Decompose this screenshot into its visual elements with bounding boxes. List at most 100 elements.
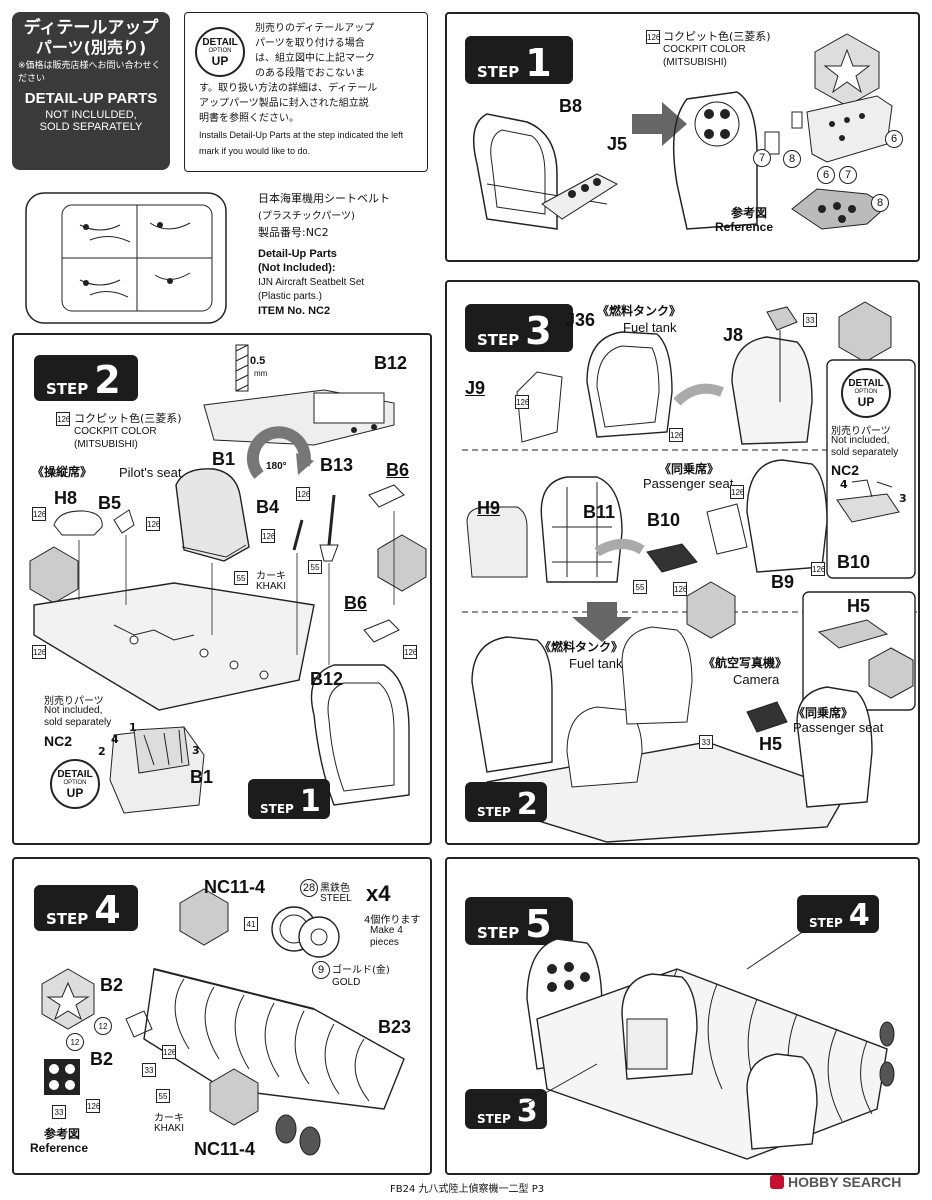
note-jp-4: す。取り扱い方法の詳細は、ディテール bbox=[199, 83, 378, 94]
step2-badge-detail: DETAIL bbox=[57, 769, 93, 780]
step3-part-j9: J9 bbox=[465, 378, 486, 398]
step2-paint-126-f: 126 bbox=[32, 645, 46, 659]
step3-badge-up: UP bbox=[857, 395, 875, 409]
step4-badge: STEP 4 bbox=[34, 885, 138, 931]
step2-panel: STEP 2 bbox=[12, 333, 432, 845]
step5-substep-3: STEP 3 bbox=[465, 1089, 547, 1129]
footer-text: FB24 九八式陸上偵察機一二型 P3 bbox=[390, 1184, 545, 1195]
header-jp-title-2: パーツ(別売り) bbox=[35, 38, 147, 57]
note-jp-3: のある段階でおこないま bbox=[255, 68, 365, 79]
step3-badge-detail: DETAIL bbox=[848, 378, 884, 389]
seatbelt-en-2: (Not Included): bbox=[258, 262, 336, 274]
step5-sub4-number: 4 bbox=[848, 898, 870, 933]
step2-word: STEP bbox=[46, 380, 89, 398]
footer-watermark: HOBBY SEARCH bbox=[770, 1174, 901, 1190]
step5-sub3-number: 3 bbox=[516, 1094, 538, 1129]
step3-part-b10-box: B10 bbox=[837, 552, 871, 572]
step4-part-b2-a: B2 bbox=[100, 975, 124, 995]
badge-option: OPTION bbox=[208, 48, 232, 54]
step4-part-b23: B23 bbox=[378, 1017, 412, 1037]
step2-nc-1: 1 bbox=[129, 721, 137, 734]
step3-paint-126-b: 126 bbox=[669, 428, 683, 442]
step4-reference-en: Reference bbox=[30, 1141, 89, 1155]
note-jp-5: アップパーツ製品に封入された組立説 bbox=[199, 98, 369, 109]
step3-nc-4: 4 bbox=[840, 478, 848, 491]
step3-part-b11: B11 bbox=[583, 502, 616, 522]
step2-khaki-en: KHAKI bbox=[256, 581, 287, 592]
note-jp-0: 別売りのディテールアップ bbox=[255, 23, 375, 34]
seatbelt-en-1: Detail-Up Parts bbox=[258, 248, 337, 260]
step3-passenger-jp-bottom: 《同乗席》 bbox=[793, 706, 854, 720]
step2-paint-126-e: 126 bbox=[261, 529, 275, 543]
step3-sold-en-1: Not included, bbox=[831, 435, 890, 446]
step3-word: STEP bbox=[477, 331, 520, 349]
step3-sold-jp: 別売りパーツ bbox=[831, 426, 891, 437]
step2-part-h8: H8 bbox=[54, 488, 78, 508]
step4-reference-jp: 参考図 bbox=[44, 1127, 81, 1141]
step3-paint-126-d: 126 bbox=[673, 582, 687, 596]
step5-sub4-word: STEP bbox=[809, 916, 843, 930]
step2-paint-126-b: 126 bbox=[32, 507, 46, 521]
step3-fuel-en-bottom: Fuel tank bbox=[569, 656, 623, 671]
step2-nc-2: 2 bbox=[98, 745, 106, 758]
step1-callout-8a: 8 bbox=[783, 150, 801, 168]
step4-make-jp: 4個作ります bbox=[364, 915, 421, 926]
step3-badge-option: OPTION bbox=[854, 389, 878, 395]
step1-bulkhead-drawing bbox=[472, 33, 893, 230]
step1-callout-7b: 7 bbox=[839, 166, 857, 184]
step4-khaki-jp: カーキ bbox=[154, 1113, 184, 1124]
step2-substep-badge: STEP 1 bbox=[248, 779, 330, 819]
seatbelt-jp-plastic: (プラスチックパーツ) bbox=[258, 211, 355, 222]
note-jp-2: は、組立図中に上記マーク bbox=[255, 53, 375, 64]
step3-badge: STEP 3 bbox=[465, 304, 573, 352]
step4-panel: STEP 4 NC11-4 28 黒鉄色 STEEL x4 4個作ります Mak… bbox=[12, 857, 432, 1175]
step2-part-b1-inset: B1 bbox=[190, 767, 214, 787]
step1-callout-8b: 8 bbox=[871, 194, 889, 212]
seatbelt-jp-name: 日本海軍機用シートベルト bbox=[258, 192, 390, 205]
step3-nc-3: 3 bbox=[899, 492, 907, 505]
seatbelt-en-4: (Plastic parts.) bbox=[258, 291, 322, 302]
step2-cockpit-en-2: (MITSUBISHI) bbox=[74, 439, 138, 450]
step4-gold-jp: ゴールド(金) bbox=[332, 965, 390, 976]
step1-paint-126: 126 bbox=[646, 30, 660, 44]
step1-callout-6a: 6 bbox=[885, 130, 903, 148]
step4-paint-12-b: 12 bbox=[66, 1033, 84, 1051]
step1-part-b8: B8 bbox=[559, 96, 583, 116]
step3-part-b10: B10 bbox=[647, 510, 681, 530]
step1-cockpit-jp: コクピット色(三菱系) bbox=[663, 30, 771, 43]
step3-assembly-drawing bbox=[462, 301, 917, 843]
step2-part-b5: B5 bbox=[98, 493, 122, 513]
step5-sub3-word: STEP bbox=[477, 1112, 511, 1126]
seatbelt-jp-item: 製品番号:NC2 bbox=[258, 226, 329, 239]
step4-wheel-part-top: NC11-4 bbox=[204, 877, 266, 897]
step1-callout-6b: 6 bbox=[817, 166, 835, 184]
step2-paint-126-c: 126 bbox=[146, 517, 160, 531]
seatbelt-en-3: IJN Aircraft Seatbelt Set bbox=[258, 277, 365, 288]
step2-rotate-label: 180° bbox=[266, 461, 287, 472]
step4-number: 4 bbox=[94, 887, 121, 932]
option-note-box: DETAIL OPTION UP 別売りのディテールアップ パーツを取り付ける場… bbox=[184, 12, 428, 172]
step3-detail-badge: DETAIL OPTION UP bbox=[841, 368, 891, 418]
step4-word: STEP bbox=[46, 910, 89, 928]
step2-part-b13: B13 bbox=[320, 455, 354, 475]
step3-part-j8: J8 bbox=[723, 325, 744, 345]
step4-steel-en: STEEL bbox=[320, 893, 352, 904]
step5-panel: STEP 5 STEP 4 STEP 3 bbox=[445, 857, 920, 1175]
step4-paint-55: 55 bbox=[156, 1089, 170, 1103]
step3-part-h5-box: H5 bbox=[847, 596, 871, 616]
step3-camera-en: Camera bbox=[733, 672, 780, 687]
step2-badge: STEP 2 bbox=[34, 355, 138, 401]
step2-nc2-label: NC2 bbox=[44, 733, 73, 749]
step3-paint-33-b: 33 bbox=[699, 735, 713, 749]
step2-sub-word: STEP bbox=[260, 802, 294, 816]
step4-times: x4 bbox=[366, 881, 391, 906]
step2-cockpit-en-1: COCKPIT COLOR bbox=[74, 426, 157, 437]
step1-cockpit-en-2: (MITSUBISHI) bbox=[663, 57, 727, 68]
header-en-sub-1: NOT INCLULDED, bbox=[45, 109, 137, 121]
hobby-search-logo-icon bbox=[770, 1175, 784, 1189]
seatbelt-en-5: ITEM No. NC2 bbox=[258, 305, 331, 317]
step2-part-b1: B1 bbox=[212, 449, 236, 469]
badge-up: UP bbox=[211, 54, 229, 68]
step2-thickness-value: 0.5 bbox=[250, 355, 266, 367]
step2-part-b4: B4 bbox=[256, 497, 280, 517]
